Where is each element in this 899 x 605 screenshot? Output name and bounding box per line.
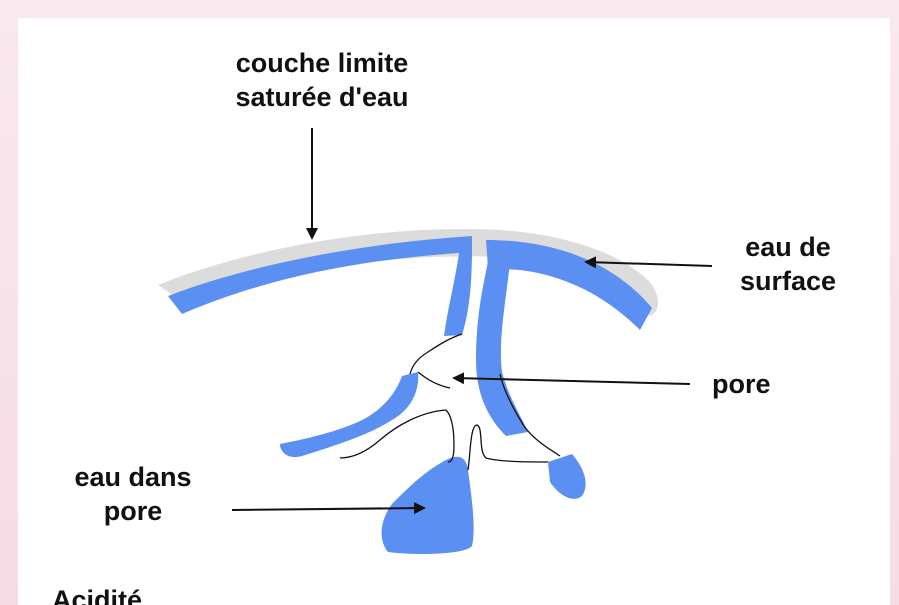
pore-water-left-branch [280, 372, 418, 457]
pore-water-left-upper [444, 246, 472, 336]
cut-off-caption: Acidité [52, 583, 142, 605]
label-boundary-layer: couche limite saturée d'eau [192, 46, 452, 114]
label-pore-line1: pore [712, 367, 812, 401]
pore-water-right-lower [548, 454, 586, 499]
pore-water-pocket [382, 457, 474, 554]
label-boundary-layer-line2: saturée d'eau [192, 80, 452, 114]
label-surface-water-line1: eau de [718, 230, 858, 264]
surface-water-right [486, 240, 652, 330]
label-surface-water: eau de surface [718, 230, 858, 298]
label-pore-water-line2: pore [48, 494, 218, 528]
label-pore-water: eau dans pore [48, 460, 218, 528]
label-pore: pore [712, 367, 812, 401]
pore-outline [340, 334, 560, 470]
label-surface-water-line2: surface [718, 264, 858, 298]
label-pore-water-line1: eau dans [48, 460, 218, 494]
pore-water-right-column [476, 262, 528, 436]
label-boundary-layer-line1: couche limite [192, 46, 452, 80]
